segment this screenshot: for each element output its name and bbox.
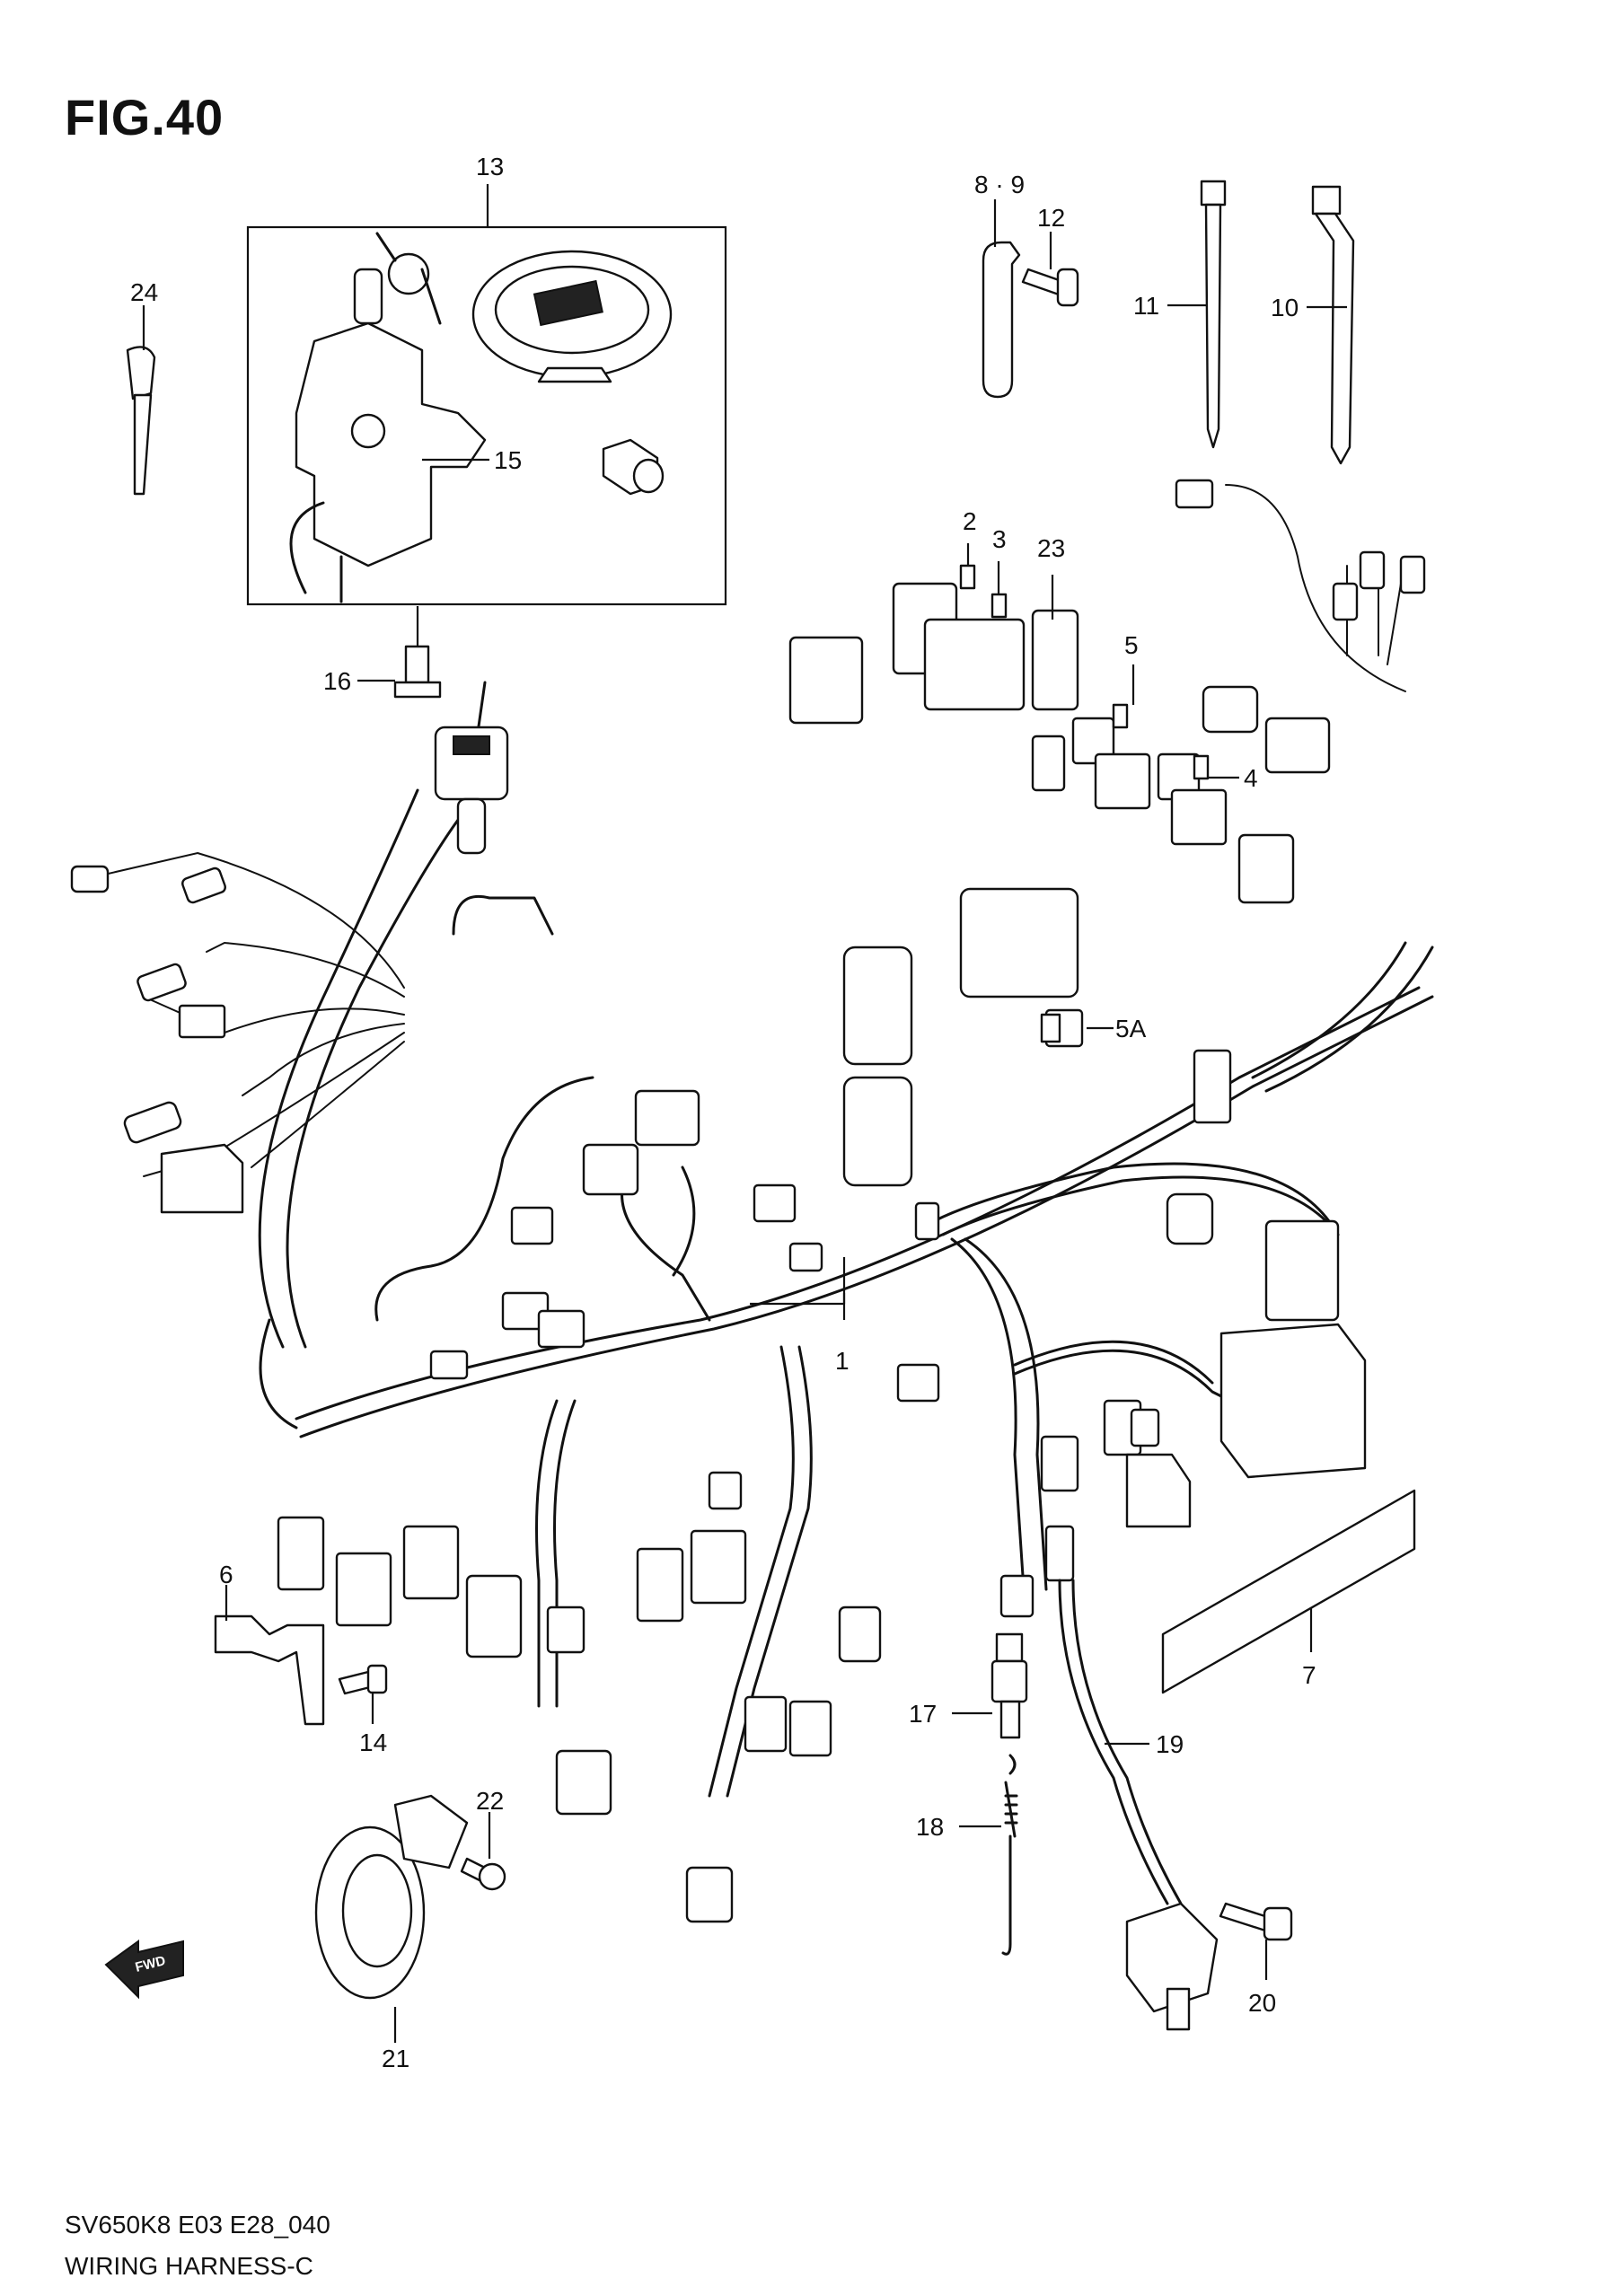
callout-15: 15 — [494, 446, 522, 474]
cable-tie-10 — [1307, 185, 1355, 465]
label-plate-7 — [1161, 1489, 1416, 1694]
callout-7: 7 — [1302, 1661, 1316, 1689]
screw-20 — [1219, 1902, 1293, 1980]
ignition-kit-group — [246, 184, 727, 606]
callout-4: 4 — [1244, 764, 1258, 792]
callout-2: 2 — [963, 507, 977, 535]
callout-16: 16 — [323, 667, 351, 695]
horn-21 — [314, 1794, 506, 2043]
callout-23: 23 — [1037, 534, 1065, 562]
cable-tie-11 — [1167, 180, 1227, 449]
callout-22: 22 — [476, 1787, 504, 1815]
callout-5: 5 — [1124, 631, 1139, 659]
forward-arrow-icon: FWD — [104, 1940, 184, 2000]
callout-20: 20 — [1248, 1989, 1276, 2017]
switch-17 — [952, 1632, 1028, 1739]
callout-8-9: 8 · 9 — [974, 171, 1025, 198]
callout-11: 11 — [1133, 292, 1159, 320]
key — [126, 305, 156, 496]
model-code: SV650K8 E03 E28_040 — [65, 2211, 330, 2239]
screw-16 — [357, 606, 442, 699]
callout-6: 6 — [219, 1561, 233, 1588]
callout-1: 1 — [835, 1347, 850, 1375]
callout-18: 18 — [916, 1813, 944, 1841]
callout-24: 24 — [130, 278, 158, 306]
callout-17: 17 — [909, 1700, 937, 1728]
callout-3: 3 — [992, 525, 1007, 553]
screw-12 — [1021, 232, 1079, 307]
switch-19 — [1058, 1579, 1219, 2031]
callout-labels: 13 24 15 16 8 · 9 12 11 10 2 3 23 5 4 5A… — [130, 153, 1316, 2072]
figure-label: FIG.40 — [65, 89, 225, 145]
callout-14: 13 — [476, 153, 504, 180]
diagram-title: WIRING HARNESS-C — [65, 2252, 313, 2280]
callout-21: 21 — [382, 2045, 409, 2072]
callout-10: 10 — [1271, 294, 1299, 321]
bracket-6 — [214, 1585, 388, 1726]
callout-13: 14 — [359, 1729, 387, 1756]
ignition-switch — [295, 321, 487, 567]
main-harness — [70, 479, 1434, 1923]
callout-19: 19 — [1156, 1730, 1184, 1758]
spring-18 — [959, 1754, 1018, 1956]
bracket-8-9 — [982, 199, 1021, 399]
callout-5a: 5A — [1115, 1015, 1147, 1042]
callout-12: 12 — [1037, 204, 1065, 232]
